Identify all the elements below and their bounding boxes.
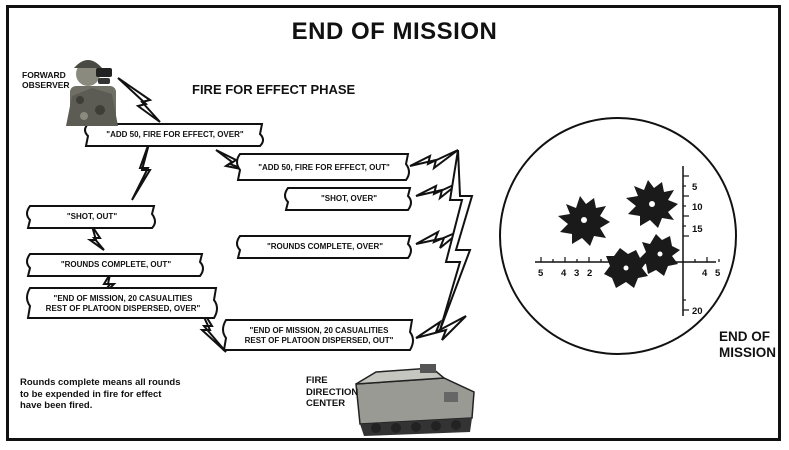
reticle-h-tick-label: 4 <box>702 268 708 279</box>
forward-observer-label: FORWARD OBSERVER <box>22 70 70 90</box>
fdc-label-line: CENTER <box>306 398 346 409</box>
reticle-h-tick-label: 2 <box>587 268 592 279</box>
message-banner <box>26 287 218 319</box>
message-line: "END OF MISSION, 20 CASUALITIES <box>249 326 389 335</box>
forward-observer-label-line: OBSERVER <box>22 80 70 90</box>
lightning-bolt-icon <box>86 225 105 251</box>
message-observer-add50: "ADD 50, FIRE FOR EFFECT, OVER" <box>106 130 244 139</box>
message-observer-rounds: "ROUNDS COMPLETE, OUT" <box>60 260 172 269</box>
message-banner <box>222 319 414 351</box>
note-line: Rounds complete means all rounds <box>20 377 181 388</box>
fire-direction-center-label: FIRE DIRECTION CENTER <box>306 375 358 410</box>
message-line: REST OF PLATOON DISPERSED, OVER" <box>45 303 201 313</box>
lightning-bolt-icon <box>409 149 459 171</box>
note-line: to be expended in fire for effect <box>20 388 162 400</box>
reticle-v-tick-label: 15 <box>692 224 703 235</box>
message-observer-shot: "SHOT, OUT" <box>66 212 118 221</box>
lightning-bolt-icon <box>117 77 161 123</box>
message-fdc-rounds: "ROUNDS COMPLETE, OVER" <box>266 242 384 251</box>
reticle-v-tick-label: 10 <box>692 202 703 213</box>
message-banner <box>26 253 204 277</box>
lightning-bolt-icon <box>415 315 467 341</box>
end-of-mission-label: END OF MISSION <box>719 329 776 361</box>
end-of-mission-label-line: END OF <box>719 329 771 344</box>
reticle-h-tick-label: 5 <box>715 268 721 279</box>
message-banner <box>84 123 264 147</box>
page-title: END OF MISSION <box>291 18 498 45</box>
binocular-reticle: 5 4 3 2 4 5 5 10 15 20 <box>499 117 737 355</box>
reticle-v-tick-label: 5 <box>692 182 698 193</box>
armored-vehicle-icon <box>355 364 475 436</box>
message-fdc-add50: "ADD 50, FIRE FOR EFFECT, OUT" <box>258 163 390 172</box>
message-banner <box>236 153 410 181</box>
message-fdc-end: "END OF MISSION, 20 CASUALITIES REST OF … <box>230 326 408 345</box>
message-line: "END OF MISSION, 20 CASUALITIES <box>53 294 193 303</box>
soldier-binoculars-icon <box>66 60 118 126</box>
fdc-label-line: FIRE <box>306 375 328 386</box>
rounds-complete-note: Rounds complete means all rounds to be e… <box>20 377 180 412</box>
message-banner <box>236 235 412 259</box>
message-observer-end: "END OF MISSION, 20 CASUALITIES REST OF … <box>34 294 212 313</box>
forward-observer-label-line: FORWARD <box>22 70 66 80</box>
reticle-h-tick-label: 5 <box>538 268 544 279</box>
note-line: have been fired. <box>20 400 93 411</box>
message-line: REST OF PLATOON DISPERSED, OUT" <box>244 335 394 345</box>
message-fdc-shot: "SHOT, OVER" <box>320 194 378 203</box>
reticle-h-tick-label: 3 <box>574 268 579 279</box>
reticle-v-tick-label: 20 <box>692 306 703 317</box>
reticle-h-tick-label: 4 <box>561 268 567 279</box>
lightning-bolt-icon <box>439 149 474 331</box>
fdc-label-line: DIRECTION <box>306 386 359 398</box>
message-banner <box>26 205 156 229</box>
message-banner <box>284 187 412 211</box>
phase-label: FIRE FOR EFFECT PHASE <box>192 82 356 97</box>
lightning-bolt-icon <box>131 139 152 201</box>
end-of-mission-label-line: MISSION <box>719 345 777 360</box>
